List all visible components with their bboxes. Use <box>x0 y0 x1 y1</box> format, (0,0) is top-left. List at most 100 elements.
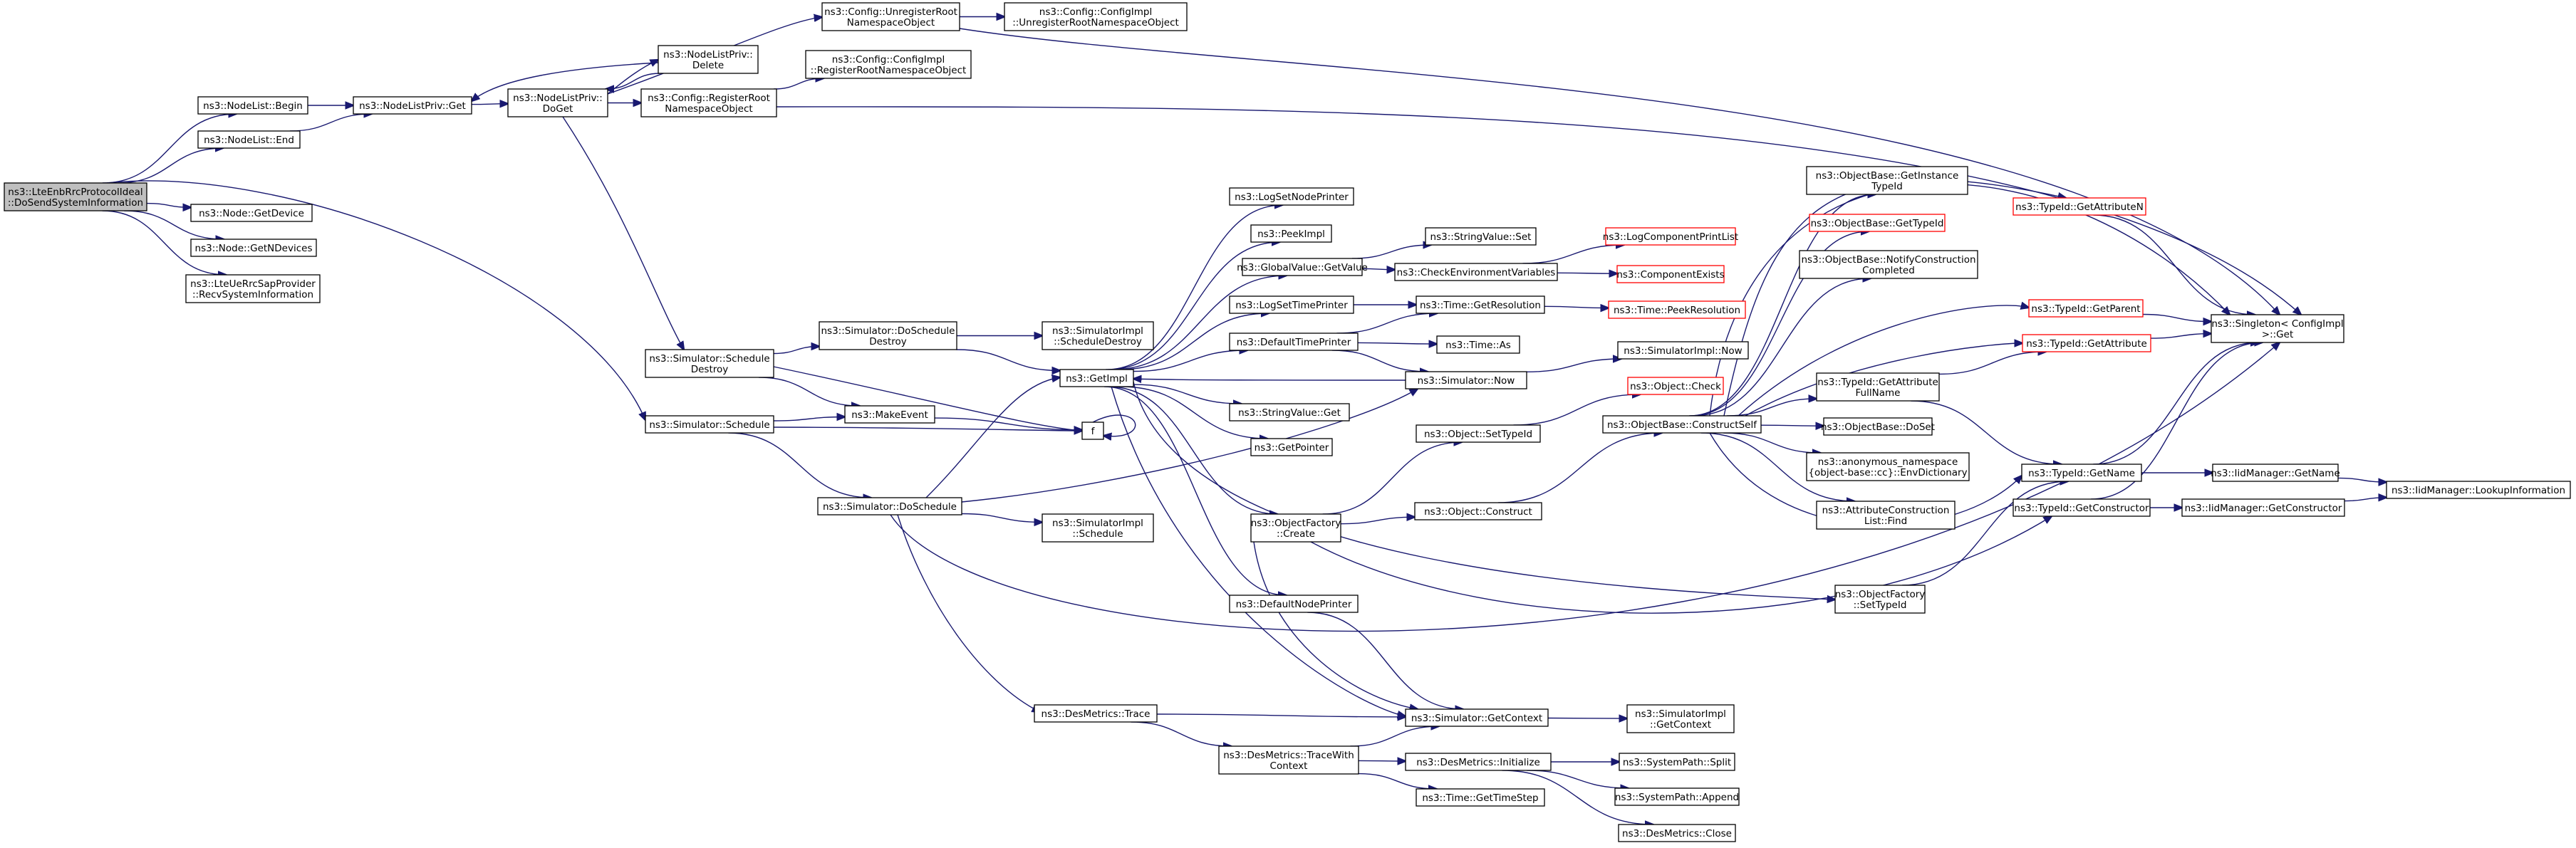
node-box[interactable] <box>1617 341 1749 360</box>
graph-node-cfgunreg[interactable]: ns3::Config::ConfigImpl::UnregisterRootN… <box>1004 2 1188 31</box>
node-box[interactable] <box>1602 415 1762 434</box>
node-box[interactable] <box>1229 187 1354 206</box>
graph-node-implSchedule[interactable]: ns3::SimulatorImpl::Schedule <box>1042 513 1154 543</box>
graph-node-obDoSet[interactable]: ns3::ObjectBase::DoSet <box>1821 417 1935 436</box>
graph-node-ofSetTypeId[interactable]: ns3::ObjectFactory::SetTypeId <box>1834 585 1926 614</box>
graph-node-getndevices[interactable]: ns3::Node::GetNDevices <box>190 239 317 257</box>
graph-node-spAppend[interactable]: ns3::SystemPath::Append <box>1614 787 1740 806</box>
node-box[interactable] <box>1229 403 1350 422</box>
node-box[interactable] <box>817 497 962 515</box>
node-box[interactable] <box>1416 788 1545 807</box>
graph-node-root[interactable]: ns3::LteEnbRrcProtocolIdeal::DoSendSyste… <box>4 182 147 211</box>
node-box[interactable] <box>1081 422 1104 440</box>
graph-node-doschedule[interactable]: ns3::Simulator::DoSchedule <box>817 497 962 515</box>
node-box[interactable] <box>1218 745 1359 775</box>
node-box[interactable] <box>190 239 317 257</box>
node-box[interactable] <box>1799 250 1978 279</box>
graph-node-timeAs[interactable]: ns3::Time::As <box>1436 335 1520 354</box>
graph-node-tidGetName[interactable]: ns3::TypeId::GetName <box>2021 464 2142 482</box>
graph-node-tidGetAttr[interactable]: ns3::TypeId::GetAttribute <box>2022 334 2151 352</box>
graph-node-singletonGet[interactable]: ns3::Singleton< ConfigImpl >::Get <box>2211 314 2344 343</box>
node-box[interactable] <box>1004 2 1188 31</box>
node-box[interactable] <box>1614 787 1740 806</box>
graph-node-timeGetStep[interactable]: ns3::Time::GetTimeStep <box>1416 788 1545 807</box>
graph-node-obConstructSelf[interactable]: ns3::ObjectBase::ConstructSelf <box>1602 415 1762 434</box>
node-box[interactable] <box>185 274 321 303</box>
node-box[interactable] <box>640 88 777 117</box>
graph-node-idmLookup[interactable]: ns3::IidManager::LookupInformation <box>2386 481 2571 499</box>
node-box[interactable] <box>1627 377 1724 395</box>
graph-node-logSetTime[interactable]: ns3::LogSetTimePrinter <box>1229 295 1354 314</box>
node-box[interactable] <box>1229 295 1354 314</box>
node-box[interactable] <box>1816 372 1940 402</box>
graph-node-tidGetParent[interactable]: ns3::TypeId::GetParent <box>2028 299 2144 318</box>
graph-node-unregroot[interactable]: ns3::Config::UnregisterRootNamespaceObje… <box>821 2 960 31</box>
graph-node-recvsys[interactable]: ns3::LteUeRrcSapProvider::RecvSystemInfo… <box>185 274 321 303</box>
node-box[interactable] <box>1229 595 1359 613</box>
node-box[interactable] <box>197 96 308 115</box>
node-box[interactable] <box>2022 334 2151 352</box>
node-box[interactable] <box>1416 295 1545 314</box>
node-box[interactable] <box>645 415 774 434</box>
graph-node-tidGetAttrN[interactable]: ns3::TypeId::GetAttributeN <box>2012 197 2146 216</box>
node-box[interactable] <box>4 182 147 211</box>
graph-node-desInit[interactable]: ns3::DesMetrics::Initialize <box>1405 753 1552 771</box>
node-box[interactable] <box>1416 424 1541 443</box>
graph-node-desClose[interactable]: ns3::DesMetrics::Close <box>1618 824 1736 842</box>
node-box[interactable] <box>844 405 935 424</box>
node-box[interactable] <box>1425 227 1537 246</box>
graph-node-checkEnv[interactable]: ns3::CheckEnvironmentVariables <box>1394 263 1558 281</box>
graph-node-defTimePrinter[interactable]: ns3::DefaultTimePrinter <box>1229 333 1359 351</box>
node-box[interactable] <box>1405 708 1549 727</box>
graph-node-idmGetCtor[interactable]: ns3::IidManager::GetConstructor <box>2181 498 2345 517</box>
graph-node-getimpl[interactable]: ns3::GetImpl <box>1059 369 1134 387</box>
graph-node-objConstruct[interactable]: ns3::Object::Construct <box>1414 502 1542 520</box>
graph-node-objCheck[interactable]: ns3::Object::Check <box>1627 377 1724 395</box>
graph-node-cfgreg[interactable]: ns3::Config::ConfigImpl::RegisterRootNam… <box>805 50 972 79</box>
graph-node-getpointer[interactable]: ns3::GetPointer <box>1250 438 1333 456</box>
node-box[interactable] <box>197 130 301 149</box>
node-box[interactable] <box>353 96 472 115</box>
node-box[interactable] <box>821 2 960 31</box>
node-box[interactable] <box>1042 513 1154 543</box>
node-box[interactable] <box>645 349 774 378</box>
graph-node-timeGetRes[interactable]: ns3::Time::GetResolution <box>1416 295 1545 314</box>
graph-node-schedule[interactable]: ns3::Simulator::Schedule <box>645 415 774 434</box>
node-box[interactable] <box>2028 299 2144 318</box>
graph-node-simNow[interactable]: ns3::Simulator::Now <box>1405 371 1527 389</box>
graph-node-anonEnv[interactable]: ns3::anonymous_namespace{object-base::cc… <box>1806 452 1970 481</box>
node-box[interactable] <box>1250 513 1341 543</box>
graph-node-gvGetValue[interactable]: ns3::GlobalValue::GetValue <box>1237 258 1368 276</box>
node-box[interactable] <box>1806 452 1970 481</box>
node-box[interactable] <box>1034 704 1158 723</box>
graph-node-tidGetCtor[interactable]: ns3::TypeId::GetConstructor <box>2012 498 2151 517</box>
graph-node-getdevice[interactable]: ns3::Node::GetDevice <box>190 204 313 222</box>
node-box[interactable] <box>1405 371 1527 389</box>
graph-node-f[interactable]: f <box>1081 422 1104 440</box>
graph-node-obNotify[interactable]: ns3::ObjectBase::NotifyConstructionCompl… <box>1799 250 1978 279</box>
node-box[interactable] <box>1626 704 1735 733</box>
node-box[interactable] <box>1608 300 1746 319</box>
graph-node-ofCreate[interactable]: ns3::ObjectFactory::Create <box>1250 513 1341 543</box>
graph-node-nlbegin[interactable]: ns3::NodeList::Begin <box>197 96 308 115</box>
node-box[interactable] <box>1618 824 1736 842</box>
graph-node-defNodePrinter[interactable]: ns3::DefaultNodePrinter <box>1229 595 1359 613</box>
node-box[interactable] <box>1042 321 1154 350</box>
node-box[interactable] <box>2211 314 2344 343</box>
node-box[interactable] <box>190 204 313 222</box>
node-box[interactable] <box>1250 224 1332 243</box>
node-box[interactable] <box>2012 498 2151 517</box>
graph-node-regroot[interactable]: ns3::Config::RegisterRootNamespaceObject <box>640 88 777 117</box>
graph-node-logSetNode[interactable]: ns3::LogSetNodePrinter <box>1229 187 1354 206</box>
graph-node-timePeekRes[interactable]: ns3::Time::PeekResolution <box>1608 300 1746 319</box>
graph-node-svGet[interactable]: ns3::StringValue::Get <box>1229 403 1350 422</box>
node-box[interactable] <box>1616 265 1725 283</box>
node-box[interactable] <box>819 321 957 350</box>
graph-node-idmGetName[interactable]: ns3::IidManager::GetName <box>2211 464 2340 482</box>
node-box[interactable] <box>1834 585 1926 614</box>
